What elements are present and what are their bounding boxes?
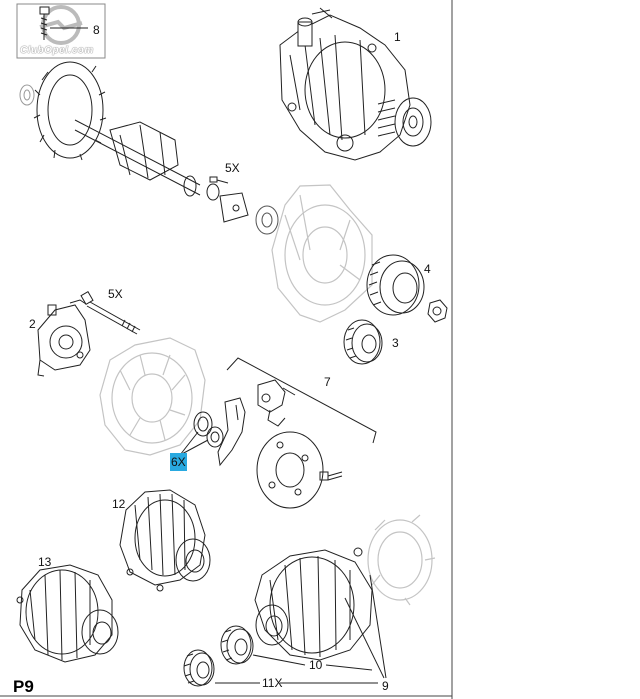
pulley-10-icon	[183, 625, 254, 687]
rear-housing-icon	[99, 337, 206, 456]
pulley-3-icon	[343, 319, 383, 365]
rotor-shaft-icon	[74, 119, 201, 197]
washer-icon	[179, 411, 224, 456]
callout-9[interactable]: 9	[382, 679, 389, 693]
end-plate-icon	[256, 431, 324, 509]
watermark-text: ClubOpel.com	[20, 45, 94, 56]
drive-end-housing-icon	[271, 184, 373, 323]
pulley-4-icon	[366, 254, 425, 316]
alternator-12-icon	[119, 489, 211, 592]
fan-shroud-icon	[367, 514, 436, 606]
callout-8[interactable]: 8	[93, 23, 100, 37]
bolt-icon	[319, 471, 343, 481]
bracket-icon	[206, 183, 249, 223]
long-bolt-icon	[80, 290, 141, 335]
callout-7[interactable]: 7	[324, 375, 331, 389]
regulator-7-icon	[217, 379, 296, 467]
nut-icon	[427, 299, 448, 323]
regulator-7-bracket-icon	[226, 357, 377, 444]
page-label: P9	[13, 677, 34, 696]
vacuum-pump-2-icon	[37, 299, 91, 377]
screw-8-icon	[39, 6, 88, 40]
opel-logo-icon	[16, 3, 106, 59]
callout-13[interactable]: 13	[38, 555, 52, 569]
small-screw-icon	[209, 176, 229, 184]
callout-6x[interactable]: 6X	[170, 453, 187, 471]
callout-5x-top[interactable]: 5X	[225, 161, 240, 175]
bearing-icon	[19, 84, 35, 106]
callout-11x[interactable]: 11X	[262, 676, 283, 690]
alternator-9-icon	[254, 547, 373, 661]
rotor-fan-icon	[33, 61, 107, 161]
bearing-icon	[255, 205, 279, 235]
leader-lines	[215, 574, 387, 684]
callout-10[interactable]: 10	[309, 658, 323, 672]
callout-3[interactable]: 3	[392, 336, 399, 350]
callout-5x-left[interactable]: 5X	[108, 287, 123, 301]
callout-4[interactable]: 4	[424, 262, 431, 276]
alternator-13-icon	[16, 564, 119, 663]
alternator-1-icon	[279, 7, 432, 161]
callout-12[interactable]: 12	[112, 497, 126, 511]
callout-1[interactable]: 1	[394, 30, 401, 44]
callout-2[interactable]: 2	[29, 317, 36, 331]
